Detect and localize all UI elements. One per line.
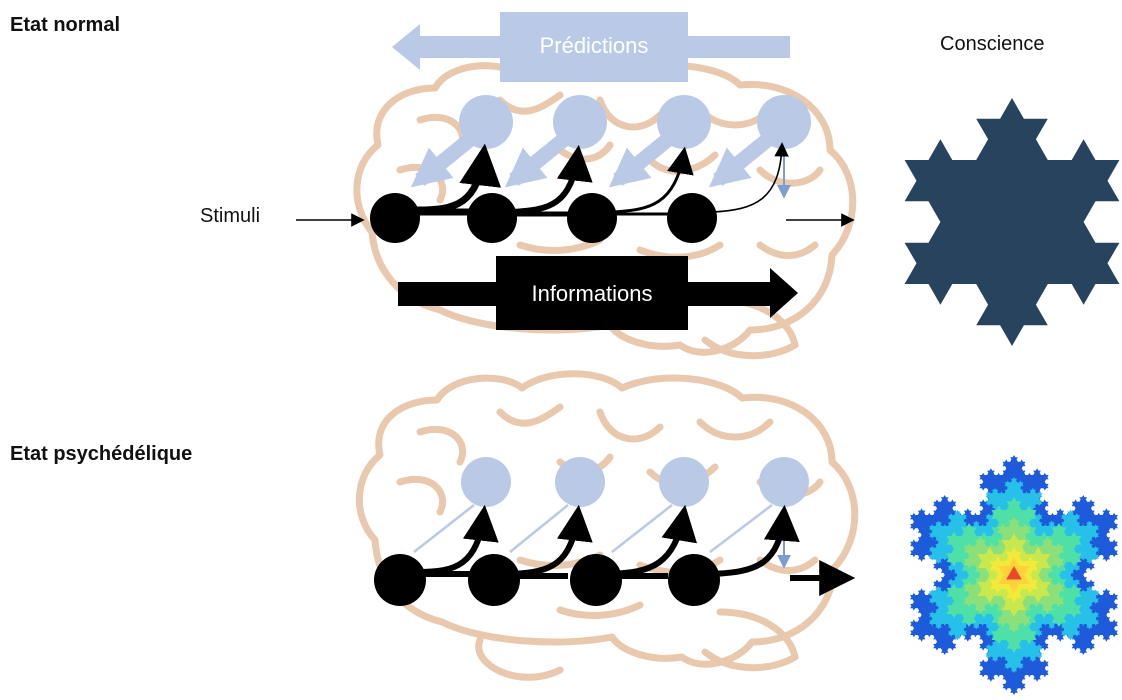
information-arrow: Informations [398,256,798,330]
prediction-node [553,95,607,149]
prediction-node [555,457,605,507]
prediction-nodes-bottom [461,457,809,507]
sensory-node [667,193,717,243]
prediction-node [461,457,511,507]
fractal-snowflake-icon [910,455,1118,695]
prediction-nodes-top [459,95,811,149]
psychedelic-state-title: Etat psychédélique [10,443,192,465]
information-label: Informations [531,281,652,306]
information-links-bottom [418,560,856,596]
sensory-nodes-bottom [374,554,720,606]
sensory-node [570,554,622,606]
prediction-node [757,95,811,149]
prediction-node [759,457,809,507]
sensory-node [468,554,520,606]
sensory-node [567,193,617,243]
prediction-node [657,95,711,149]
sensory-node [374,554,426,606]
sensory-node [370,193,420,243]
sensory-node [668,554,720,606]
koch-snowflake-shape [904,98,1120,346]
prediction-node [659,457,709,507]
sensory-node [467,193,517,243]
information-links-top [418,208,855,227]
predictions-arrow: Prédictions [392,12,790,82]
consciousness-label: Conscience [940,33,1045,55]
predictions-label: Prédictions [540,33,649,58]
stimuli-label: Stimuli [200,205,260,227]
fractal-layer [1006,566,1022,580]
koch-snowflake-icon [904,98,1120,346]
normal-state-title: Etat normal [10,14,120,36]
weak-prediction-arrows [413,504,773,553]
sensory-nodes-top [370,193,717,243]
prediction-node [459,95,513,149]
